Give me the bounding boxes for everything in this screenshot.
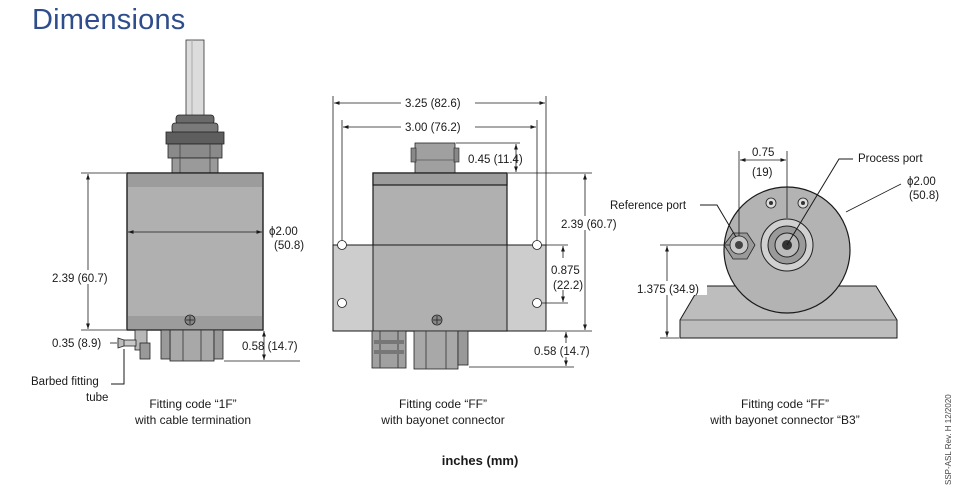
- caption-view3-line1: Fitting code “FF”: [740, 397, 830, 411]
- dim-height: 2.39 (60.7): [52, 273, 108, 285]
- dim-height-2: 2.39 (60.7): [561, 219, 617, 231]
- caption-view3-line2: with bayonet connector “B3”: [710, 413, 860, 427]
- dim-hole-vertical: 0.875: [551, 265, 580, 277]
- dim-fitting-height: 0.35 (8.9): [52, 338, 101, 350]
- caption-view2-line1: Fitting code “FF”: [398, 397, 488, 411]
- cable-gland: [165, 114, 225, 174]
- units-note: inches (mm): [441, 453, 519, 468]
- dim-hole-vertical-mm: (22.2): [553, 280, 583, 292]
- dim-diameter-3-mm: (50.8): [909, 190, 939, 202]
- view-bayonet-connector: 3.25 (82.6) 3.00 (76.2) 0.45 (11.4): [332, 96, 624, 370]
- dim-hex-height: 0.58 (14.7): [242, 341, 298, 353]
- hex-fitting: [160, 329, 224, 362]
- dim-port-offset: 0.75: [752, 147, 774, 159]
- callout-barbed-fitting: Barbed fitting: [31, 376, 99, 388]
- dim-center-height: 1.375 (34.9): [637, 284, 699, 296]
- hex-fittings-2: [371, 330, 469, 370]
- dim-port-offset-mm: (19): [752, 167, 773, 179]
- dim-diameter-3: ϕ2.00: [907, 176, 936, 188]
- page-title: Dimensions: [32, 4, 186, 36]
- dim-connector-height: 0.45 (11.4): [468, 154, 523, 166]
- label-reference-port: Reference port: [610, 200, 687, 212]
- reference-port: [723, 232, 756, 260]
- dim-diameter-mm: (50.8): [274, 240, 304, 252]
- caption-view1-line2: with cable termination: [134, 413, 252, 427]
- caption-view1-line1: Fitting code “1F”: [149, 397, 237, 411]
- view-cable-termination: ϕ2.00 (50.8) 2.39 (60.7) 0.35 (8.9) 0.58…: [31, 39, 304, 404]
- label-process-port: Process port: [858, 153, 923, 165]
- bayonet-connector: [410, 142, 460, 174]
- dim-overall-width: 3.25 (82.6): [405, 98, 461, 110]
- barbed-fitting-tube: [117, 329, 151, 360]
- revision-note: SSP-ASL Rev. H 12/2020: [944, 394, 953, 485]
- callout-barbed-fitting-2: tube: [86, 392, 108, 404]
- dim-diameter: ϕ2.00: [269, 226, 298, 238]
- dim-hole-spacing: 3.00 (76.2): [405, 122, 461, 134]
- view-bayonet-connector-b3: 0.75 (19) Process port ϕ2.00 (50.8) Refe…: [610, 147, 939, 339]
- sensor-body: [126, 172, 264, 331]
- caption-view2-line2: with bayonet connector: [381, 413, 505, 427]
- cable: [185, 39, 205, 125]
- dim-hex-height-2: 0.58 (14.7): [534, 346, 590, 358]
